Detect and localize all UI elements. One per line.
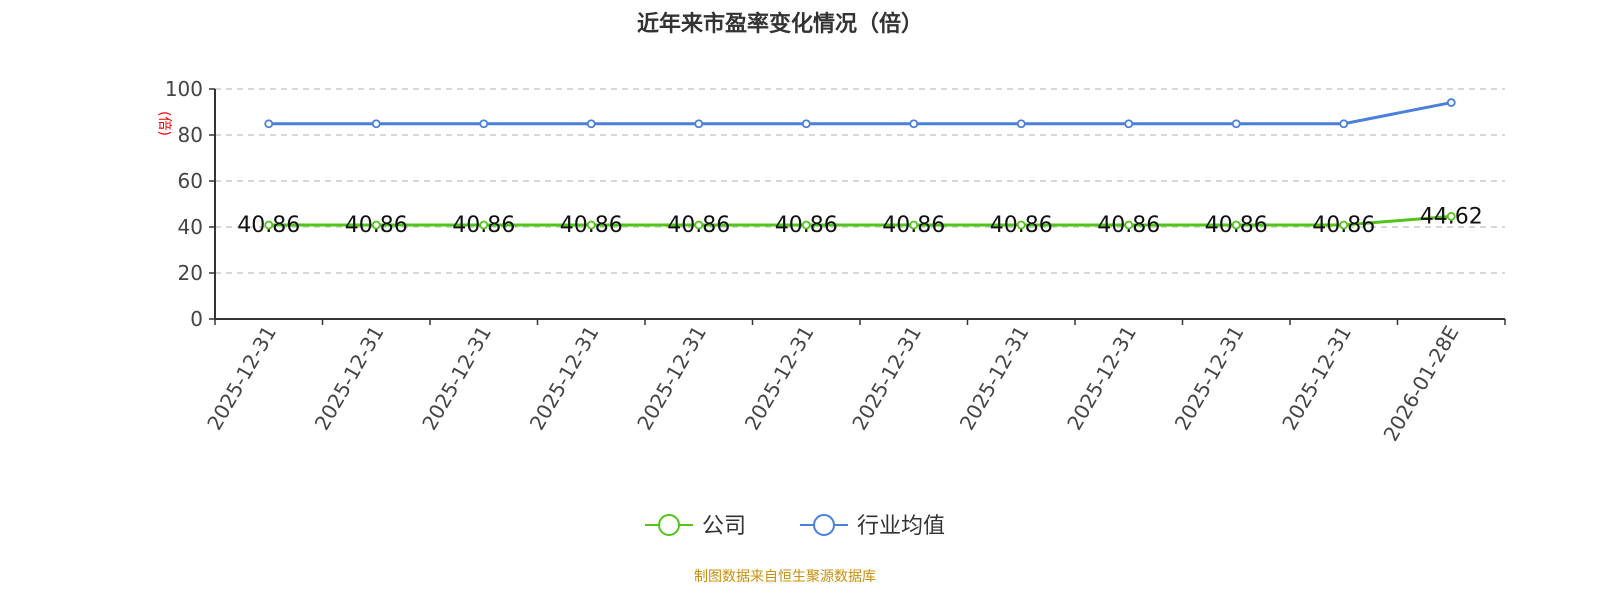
data-point	[909, 119, 919, 129]
data-point	[1016, 119, 1026, 129]
data-point	[694, 220, 704, 230]
data-point	[1339, 119, 1349, 129]
data-source: 制图数据来自恒生聚源数据库	[694, 569, 876, 585]
data-point	[1339, 220, 1349, 230]
x-tick-label: 2025-12-31	[740, 322, 819, 435]
data-label: 40.86	[1097, 213, 1160, 238]
data-label: 40.86	[1205, 213, 1268, 238]
data-label: 40.86	[237, 213, 300, 238]
legend-label: 公司	[702, 514, 746, 539]
data-point	[479, 220, 489, 230]
data-label: 40.86	[1312, 213, 1375, 238]
data-point	[801, 119, 811, 129]
x-tick-label: 2025-12-31	[525, 322, 604, 435]
data-point	[371, 220, 381, 230]
data-label: 40.86	[990, 213, 1053, 238]
data-point	[264, 119, 274, 129]
legend-label: 行业均值	[857, 514, 945, 539]
legend-marker-icon	[658, 514, 680, 536]
data-label: 40.86	[882, 213, 945, 238]
y-tick-label: 60	[178, 169, 203, 193]
data-point	[1231, 220, 1241, 230]
data-label: 44.62	[1420, 204, 1483, 229]
chart-title: 近年来市盈率变化情况（倍）	[636, 12, 923, 37]
data-point	[1124, 220, 1134, 230]
x-tick-label: 2025-12-31	[1062, 322, 1141, 435]
data-point	[1446, 211, 1456, 221]
data-point	[909, 220, 919, 230]
data-label: 40.86	[452, 213, 515, 238]
x-tick-label: 2025-12-31	[417, 322, 496, 435]
y-tick-label: 20	[178, 261, 203, 285]
data-point	[1016, 220, 1026, 230]
x-tick-label: 2025-12-31	[955, 322, 1034, 435]
data-point	[479, 119, 489, 129]
x-tick-label: 2025-12-31	[632, 322, 711, 435]
data-point	[586, 220, 596, 230]
data-point	[1124, 119, 1134, 129]
series-line-行业均值	[268, 101, 1452, 126]
y-tick-label: 80	[178, 123, 203, 147]
x-tick-label: 2025-12-31	[202, 322, 281, 435]
series-line-公司	[268, 214, 1452, 227]
data-point	[1231, 119, 1241, 129]
x-tick-label: 2026-01-28E	[1378, 322, 1463, 446]
y-tick-label: 100	[165, 77, 203, 101]
x-tick-label: 2025-12-31	[847, 322, 926, 435]
data-label: 40.86	[560, 213, 623, 238]
data-point	[1446, 98, 1456, 107]
y-axis-label: (倍)	[156, 111, 172, 136]
x-tick-label: 2025-12-31	[1277, 322, 1356, 435]
y-tick-label: 40	[178, 215, 203, 239]
data-point	[371, 119, 381, 129]
data-label: 40.86	[667, 213, 730, 238]
data-point	[694, 119, 704, 129]
y-tick-label: 0	[190, 307, 203, 331]
data-point	[586, 119, 596, 129]
legend-marker-icon	[813, 514, 835, 536]
data-label: 40.86	[345, 213, 408, 238]
x-tick-label: 2025-12-31	[1170, 322, 1249, 435]
x-tick-label: 2025-12-31	[310, 322, 389, 435]
data-label: 40.86	[775, 213, 838, 238]
data-point	[264, 220, 274, 230]
data-point	[801, 220, 811, 230]
